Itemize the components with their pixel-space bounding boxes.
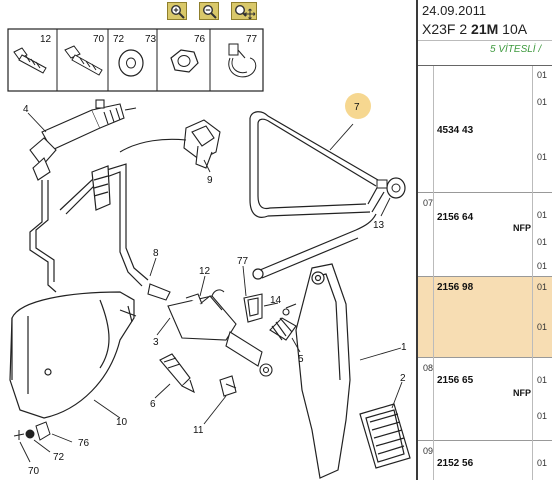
parts-diagram-pane: 12 70 72 73 76 77 bbox=[0, 0, 416, 479]
pivot-pin bbox=[219, 375, 237, 397]
hydraulic-pipe bbox=[29, 163, 149, 293]
nfp-flag: NFP bbox=[513, 388, 531, 398]
magnifier-plus-icon bbox=[170, 4, 185, 19]
qty-value: 01 bbox=[537, 282, 548, 292]
gearbox-note: 5 VİTESLİ / bbox=[490, 44, 542, 55]
magnifier-move-icon bbox=[234, 4, 256, 20]
part-number: 2156 98 bbox=[437, 282, 474, 293]
vehicle-model-code: X23F 2 21M 10A bbox=[422, 21, 527, 37]
callout-77[interactable]: 77 bbox=[237, 256, 249, 267]
washer-icon bbox=[118, 49, 144, 77]
qty-value: 01 bbox=[537, 210, 548, 220]
qty-value: 01 bbox=[537, 70, 548, 80]
callout-2[interactable]: 2 bbox=[400, 373, 406, 384]
master-cylinder bbox=[29, 99, 137, 181]
callout-13[interactable]: 13 bbox=[373, 220, 385, 231]
legend-label-76: 76 bbox=[194, 34, 206, 45]
model-prefix: X23F 2 bbox=[422, 21, 468, 37]
parts-row-2156-98-selected[interactable]: 2156 98 01 01 bbox=[418, 277, 552, 357]
callout-1[interactable]: 1 bbox=[401, 342, 407, 353]
clutch-pedal-arm bbox=[295, 263, 351, 479]
part-number: 4534 43 bbox=[437, 125, 474, 136]
parts-row-2152-56[interactable]: 09 2152 56 01 bbox=[418, 441, 552, 480]
legend-label-12: 12 bbox=[40, 34, 52, 45]
row-index: 08 bbox=[423, 363, 434, 373]
return-spring bbox=[269, 303, 297, 341]
qty-value: 01 bbox=[537, 375, 548, 385]
zoom-pan-button[interactable] bbox=[231, 2, 257, 20]
hex-bolt-icon bbox=[64, 45, 103, 76]
parts-row-4534-43[interactable]: 4534 43 01 01 01 bbox=[418, 66, 552, 192]
pedal-switch-sensor bbox=[119, 119, 221, 169]
qty-value: 01 bbox=[537, 458, 548, 468]
part-number: 2156 65 bbox=[437, 375, 474, 386]
pedal-pad bbox=[359, 403, 411, 469]
callout-76[interactable]: 76 bbox=[78, 438, 90, 449]
row-index: 09 bbox=[423, 446, 434, 456]
hose-clip-icon bbox=[228, 43, 257, 78]
retaining-clip bbox=[243, 293, 263, 323]
legend-label-73: 73 bbox=[145, 34, 157, 45]
hex-nut-icon bbox=[170, 49, 199, 73]
callout-5[interactable]: 5 bbox=[298, 354, 304, 365]
qty-value: 01 bbox=[537, 411, 548, 421]
callout-3[interactable]: 3 bbox=[153, 337, 159, 348]
zoom-out-button[interactable] bbox=[199, 2, 219, 20]
pedal-bracket bbox=[9, 291, 137, 419]
legend-label-77: 77 bbox=[246, 34, 258, 45]
qty-value: 01 bbox=[537, 261, 548, 271]
leader-lines bbox=[19, 112, 403, 463]
zoom-in-button[interactable] bbox=[167, 2, 187, 20]
model-suffix: 10A bbox=[502, 21, 528, 37]
clutch-pedal-exploded-diagram: 12 70 72 73 76 77 bbox=[7, 28, 411, 479]
qty-value: 01 bbox=[537, 237, 548, 247]
callout-70[interactable]: 70 bbox=[28, 466, 40, 477]
callout-7[interactable]: 7 bbox=[354, 102, 360, 113]
callout-4[interactable]: 4 bbox=[23, 104, 29, 115]
part-number: 2152 56 bbox=[437, 458, 474, 469]
part-number: 2156 64 bbox=[437, 212, 474, 223]
qty-value: 01 bbox=[537, 322, 548, 332]
callout-11[interactable]: 11 bbox=[193, 425, 204, 436]
clutch-rod-assembly bbox=[249, 111, 385, 280]
callout-14[interactable]: 14 bbox=[270, 295, 282, 306]
diagram-toolbar bbox=[0, 0, 416, 22]
legend-label-72: 72 bbox=[113, 34, 125, 45]
rod-end-bushing bbox=[376, 177, 406, 199]
flange-bolt-icon bbox=[13, 47, 47, 74]
parts-row-2156-64[interactable]: 07 2156 64 NFP 01 01 01 bbox=[418, 193, 552, 276]
magnifier-minus-icon bbox=[202, 4, 217, 19]
fastener-legend: 12 70 72 73 76 77 bbox=[7, 28, 264, 92]
concentric-cylinder bbox=[147, 283, 273, 377]
callout-9[interactable]: 9 bbox=[207, 175, 213, 186]
parts-list-pane: 24.09.2011 X23F 2 21M 10A 5 VİTESLİ / 45… bbox=[418, 0, 552, 480]
bottom-fasteners bbox=[13, 421, 51, 441]
qty-value: 01 bbox=[537, 97, 548, 107]
model-engine: 21M bbox=[471, 21, 499, 37]
push-rod-pin bbox=[159, 353, 195, 394]
callout-72[interactable]: 72 bbox=[53, 452, 65, 463]
catalog-date: 24.09.2011 bbox=[422, 3, 487, 18]
pane-divider[interactable] bbox=[416, 0, 418, 480]
row-index: 07 bbox=[423, 198, 434, 208]
legend-label-70: 70 bbox=[93, 34, 105, 45]
callout-12[interactable]: 12 bbox=[199, 266, 211, 277]
parts-row-2156-65[interactable]: 08 2156 65 NFP 01 01 bbox=[418, 358, 552, 440]
callout-6[interactable]: 6 bbox=[150, 399, 156, 410]
callout-8[interactable]: 8 bbox=[153, 248, 159, 259]
qty-value: 01 bbox=[537, 152, 548, 162]
callout-7-highlight bbox=[345, 93, 371, 119]
nfp-flag: NFP bbox=[513, 223, 531, 233]
callout-10[interactable]: 10 bbox=[116, 417, 128, 428]
